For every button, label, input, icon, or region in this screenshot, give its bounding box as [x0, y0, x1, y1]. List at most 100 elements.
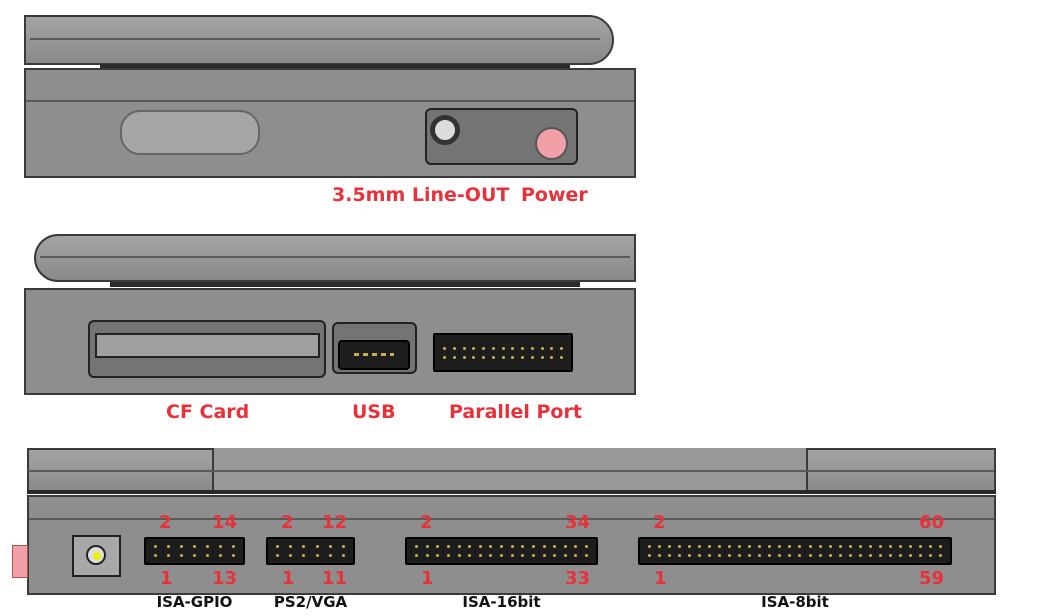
lid: [34, 234, 636, 282]
pin: [858, 554, 862, 557]
pin-number-bottom-right: 13: [212, 568, 238, 589]
pin: [848, 545, 852, 548]
pin: [206, 554, 209, 557]
pin: [818, 545, 822, 548]
pin: [778, 554, 782, 557]
cf-card-slot[interactable]: [95, 333, 320, 358]
pin-number-top-right: 34: [565, 512, 591, 533]
pin: [521, 346, 524, 350]
usb-label: USB: [352, 401, 396, 423]
ps2-vga-connector[interactable]: [266, 537, 355, 565]
pin: [462, 346, 466, 350]
pin: [560, 355, 563, 359]
isa-8bit-label: ISA-8bit: [761, 593, 829, 611]
pin: [472, 346, 476, 350]
isa-8bit-connector[interactable]: [638, 537, 952, 565]
pin: [501, 346, 505, 350]
pin: [828, 545, 832, 548]
pin-number-bottom-right: 11: [322, 568, 348, 589]
ps2-vga-label: PS2/VGA: [273, 593, 348, 611]
isa-16bit-connector[interactable]: [405, 537, 598, 565]
pin-row: [415, 554, 588, 557]
pin-row: [648, 554, 942, 557]
pin: [668, 554, 672, 557]
pin: [888, 545, 892, 548]
pin-number-bottom-left: 1: [421, 568, 434, 589]
pin-row: [648, 545, 942, 548]
pin: [315, 554, 319, 557]
pin: [748, 554, 752, 557]
pin: [154, 554, 157, 557]
pin: [328, 554, 332, 557]
pin: [193, 545, 196, 548]
pin: [436, 545, 440, 548]
hinge-seam: [27, 490, 996, 494]
pin: [698, 545, 702, 548]
pin: [858, 545, 862, 548]
parallel-port[interactable]: [433, 333, 573, 372]
pin-number-bottom-right: 33: [565, 568, 591, 589]
pin: [668, 545, 672, 548]
dc-jack-center: [93, 552, 101, 560]
pin: [553, 545, 557, 548]
pin: [478, 554, 482, 557]
pin: [848, 554, 852, 557]
pin: [472, 355, 476, 359]
power-label: Power: [521, 184, 588, 206]
pin: [425, 545, 429, 548]
pin: [219, 545, 222, 548]
pin-number-bottom-left: 1: [654, 568, 667, 589]
power-button[interactable]: [535, 127, 568, 160]
pin: [560, 346, 563, 350]
pin: [180, 545, 183, 548]
pin: [540, 355, 544, 359]
pin: [918, 545, 922, 548]
pin: [728, 554, 732, 557]
pin: [828, 554, 832, 557]
pin: [341, 554, 345, 557]
pin: [888, 554, 892, 557]
pin: [918, 554, 922, 557]
pin-number-top-left: 2: [159, 512, 172, 533]
pin: [500, 554, 503, 557]
isa-16bit-label: ISA-16bit: [462, 593, 541, 611]
pin-number-bottom-left: 1: [282, 568, 295, 589]
pin: [798, 545, 802, 548]
pin-number-top-left: 2: [281, 512, 294, 533]
pin: [167, 554, 170, 557]
pin: [678, 545, 682, 548]
pin: [489, 554, 493, 557]
pin-number-bottom-left: 1: [160, 568, 173, 589]
pin: [510, 545, 514, 548]
pin: [738, 554, 742, 557]
pin: [898, 545, 902, 548]
pin: [531, 545, 535, 548]
pin: [302, 554, 306, 557]
pin: [798, 554, 802, 557]
pin: [341, 545, 345, 548]
pin: [276, 545, 279, 548]
line-out-jack[interactable]: [430, 115, 460, 145]
pin: [446, 554, 450, 557]
pin: [808, 554, 812, 557]
middle-view: CF Card USB Parallel Port: [0, 220, 1054, 430]
side-power-button[interactable]: [12, 545, 28, 578]
pin: [521, 545, 525, 548]
pin-row: [443, 355, 563, 359]
pin: [415, 545, 418, 548]
pin: [478, 545, 482, 548]
hinge-seam: [100, 64, 570, 69]
pin: [868, 554, 872, 557]
hinge-seam: [110, 282, 580, 287]
pin-number-top-left: 2: [653, 512, 666, 533]
pin: [468, 545, 472, 548]
pin: [491, 346, 495, 350]
pin-row: [276, 554, 345, 557]
divider: [26, 100, 634, 102]
pin: [468, 554, 472, 557]
pin: [563, 554, 567, 557]
pin-row: [443, 346, 563, 350]
pin: [688, 545, 692, 548]
isa-gpio-connector[interactable]: [144, 537, 245, 565]
